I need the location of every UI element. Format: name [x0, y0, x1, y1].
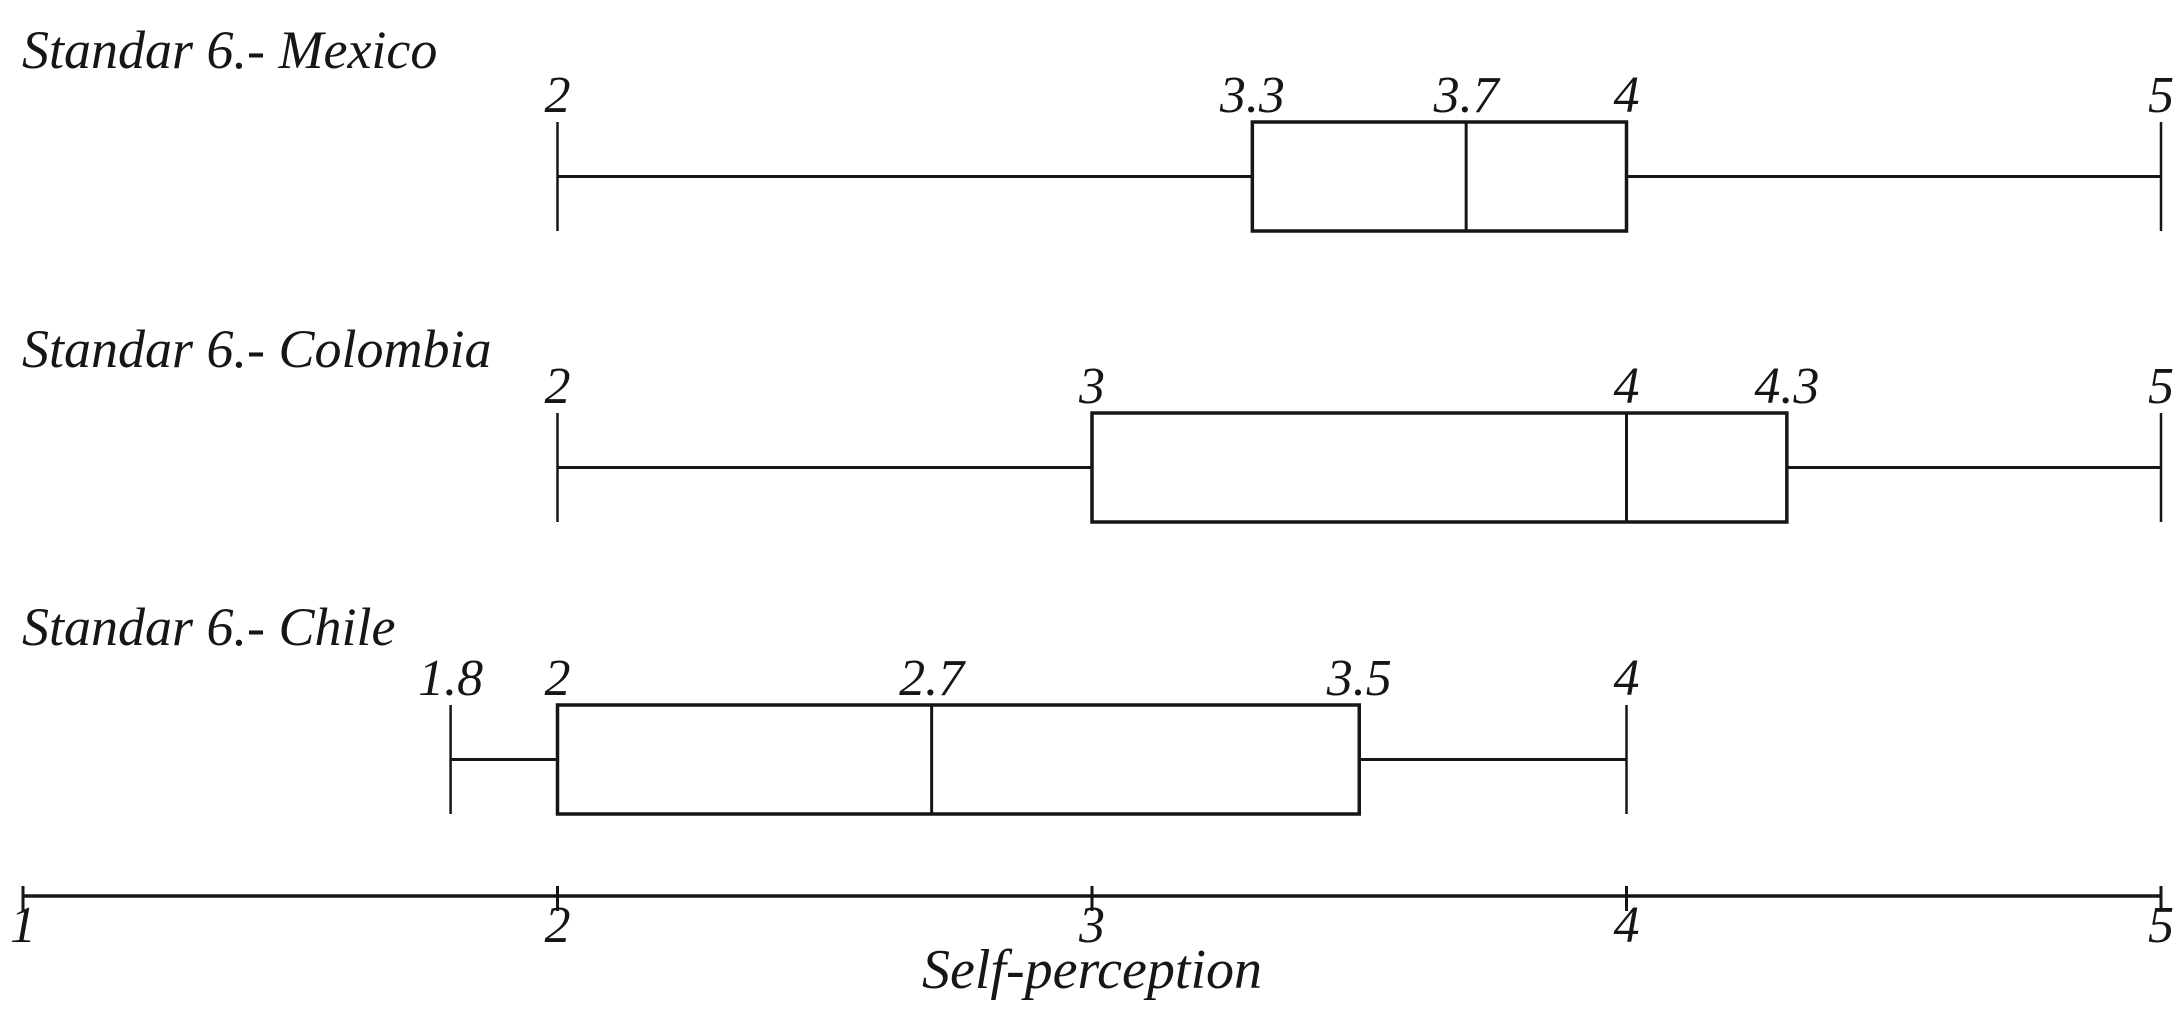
value-label-q1-mexico: 3.3: [1219, 67, 1285, 124]
boxplot-row-colombia: 2 3 4 4.3 5: [545, 358, 2174, 524]
value-label-min-chile: 1.8: [418, 650, 483, 707]
value-label-q3-chile: 3.5: [1326, 650, 1392, 707]
value-label-max-mexico: 5: [2148, 67, 2174, 124]
axis-tick-label-4: 4: [1614, 897, 1640, 954]
axis-tick-label-5: 5: [2148, 897, 2174, 954]
boxplot-row-chile: 1.8 2 2.7 3.5 4: [418, 650, 1640, 816]
axis-tick-label-1: 1: [10, 897, 36, 954]
boxplot-row-mexico: 2 3.3 3.7 4 5: [545, 67, 2174, 233]
value-label-q3-colombia: 4.3: [1754, 358, 1819, 415]
row-title-mexico: Standar 6.- Mexico: [22, 20, 437, 80]
value-label-median-chile: 2.7: [899, 650, 966, 707]
value-label-median-colombia: 4: [1614, 358, 1640, 415]
axis-title: Self-perception: [922, 939, 1262, 1001]
x-axis: 1 2 3 4 5: [10, 886, 2174, 954]
value-label-max-colombia: 5: [2148, 358, 2174, 415]
value-label-max-chile: 4: [1614, 650, 1640, 707]
box-chile: [555, 703, 1361, 816]
value-label-q1-chile: 2: [545, 650, 571, 707]
row-title-colombia: Standar 6.- Colombia: [22, 319, 492, 379]
row-title-chile: Standar 6.- Chile: [22, 597, 396, 657]
value-label-min-mexico: 2: [545, 67, 571, 124]
plot-layer: 2 3.3 3.7 4 5 2 3 4 4.3 5 1.8 2 2.7 3.5 4 1 2 3 4 5: [10, 67, 2174, 954]
axis-tick-label-2: 2: [545, 897, 571, 954]
value-label-median-mexico: 3.7: [1433, 67, 1501, 124]
box-colombia: [1090, 411, 1789, 524]
value-label-min-colombia: 2: [545, 358, 571, 415]
axis-tick-label-3: 3: [1078, 897, 1105, 954]
box-mexico: [1250, 120, 1629, 233]
value-label-q1-colombia: 3: [1078, 358, 1105, 415]
value-label-q3-mexico: 4: [1614, 67, 1640, 124]
